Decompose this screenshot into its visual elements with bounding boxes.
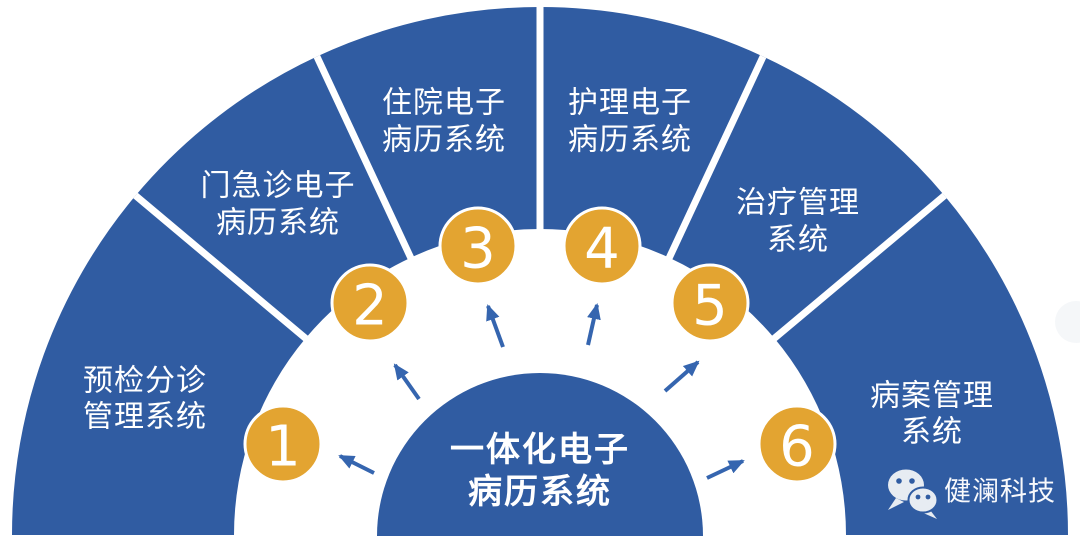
- badge-number-3: 3: [460, 217, 496, 282]
- segment-5-label-line2: 系统: [767, 223, 829, 258]
- radial-arrows: [338, 303, 745, 480]
- segment-4-label-line2: 病历系统: [568, 123, 692, 158]
- segment-4-wedge: [540, 7, 764, 258]
- badge-number-1: 1: [265, 415, 301, 480]
- segment-4-badge: [562, 206, 642, 286]
- wechat-big-bubble-eye-right: [909, 478, 915, 484]
- segment-6-label-line2: 系统: [901, 415, 963, 450]
- wechat-small-bubble-eye-right: [925, 494, 931, 500]
- badge-number-2: 2: [352, 274, 388, 339]
- number-badges: 1 2 3 4 5 6: [243, 206, 837, 484]
- segment-2-wedge: [135, 56, 411, 339]
- arrow-2-icon: [393, 363, 421, 401]
- segment-3-badge: [438, 206, 518, 286]
- badge-number-4: 4: [584, 217, 620, 282]
- faint-circle-artifact: [1055, 301, 1080, 343]
- segment-3-label-line1: 住院电子: [382, 86, 506, 121]
- segment-6-badge: [757, 404, 837, 484]
- segment-6-label-line1: 病案管理: [870, 379, 994, 414]
- segment-5-wedge: [669, 56, 945, 339]
- center-dome: [377, 373, 703, 536]
- wechat-small-bubble: [907, 486, 939, 514]
- segment-5-label-line1: 治疗管理: [736, 186, 860, 221]
- arrow-5-icon: [663, 360, 700, 393]
- segment-2-badge: [330, 263, 410, 343]
- segment-1-label-line2: 管理系统: [83, 400, 207, 435]
- badge-number-5: 5: [692, 274, 728, 339]
- brand-name: 健澜科技: [944, 477, 1056, 508]
- brand-watermark: 健澜科技: [888, 469, 1056, 519]
- segment-1-badge: [243, 404, 323, 484]
- wechat-small-bubble-eye-left: [915, 494, 921, 500]
- arrow-4-icon: [586, 303, 601, 346]
- diagram-title-line1: 一体化电子: [450, 430, 630, 470]
- segment-1-label-line1: 预检分诊: [83, 364, 207, 399]
- segment-2-label-line1: 门急诊电子: [201, 169, 356, 204]
- diagram-title-line2: 病历系统: [468, 472, 612, 512]
- wechat-icon: [888, 469, 939, 519]
- wechat-big-bubble-tail: [888, 498, 904, 510]
- segment-4-label-line1: 护理电子: [568, 86, 692, 121]
- segment-3-wedge: [316, 7, 540, 258]
- arrow-1-icon: [338, 454, 375, 475]
- arrow-3-icon: [486, 304, 505, 348]
- segment-5-badge: [670, 263, 750, 343]
- segment-labels: 预检分诊 管理系统 门急诊电子 病历系统 住院电子 病历系统 护理电子 病历系统…: [83, 86, 994, 450]
- arrow-6-icon: [706, 459, 745, 480]
- wechat-big-bubble-eye-left: [896, 478, 902, 484]
- badge-number-6: 6: [779, 415, 815, 480]
- segment-3-label-line2: 病历系统: [382, 123, 506, 158]
- segment-2-label-line2: 病历系统: [216, 206, 340, 241]
